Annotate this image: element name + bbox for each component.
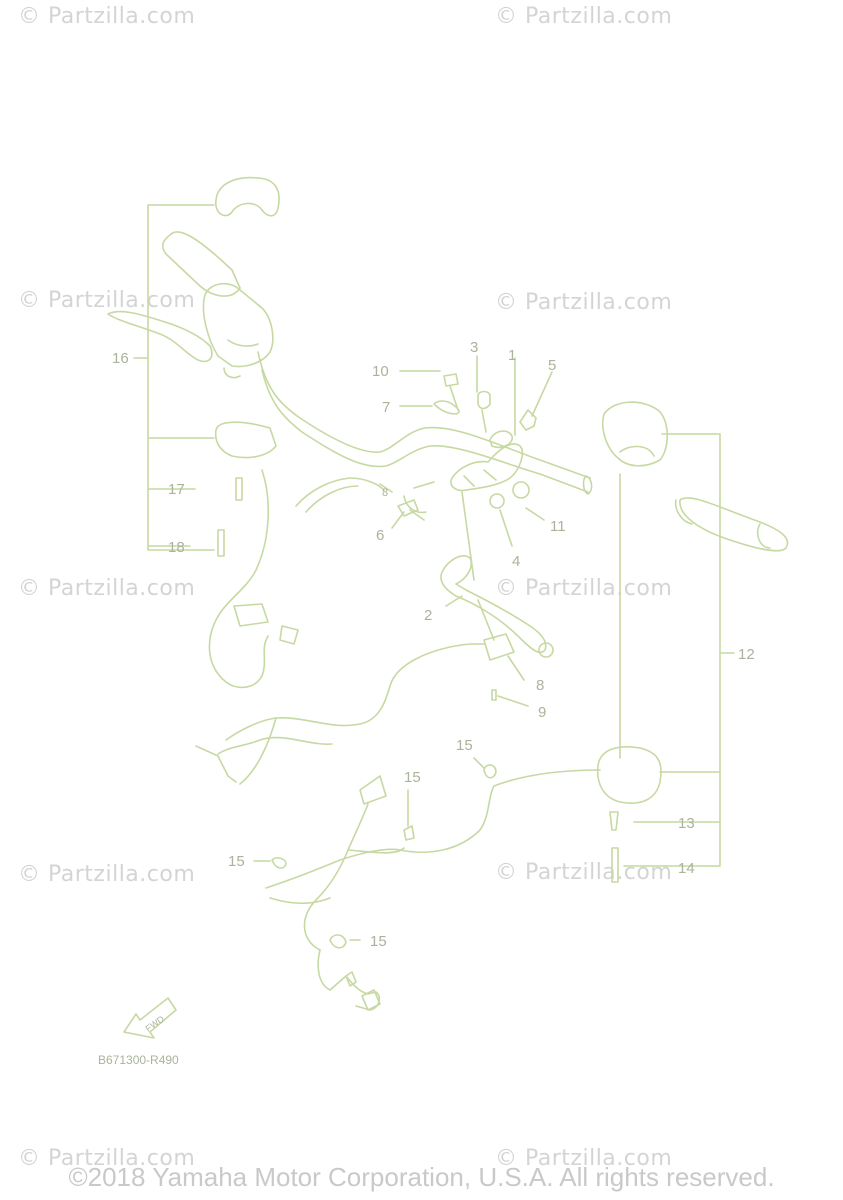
callout-8: 8 [536,677,544,694]
callout-8-small: 8 [382,487,388,499]
right-housing-upper [602,401,669,467]
left-grip [161,231,241,297]
callout-9: 9 [538,704,546,721]
callout-15: 15 [456,737,473,754]
watermark: © Partzilla.com [495,290,673,315]
watermark: © Partzilla.com [18,4,196,29]
left-lever [107,310,213,363]
callout-11: 11 [550,518,566,535]
callout-2: 2 [424,607,432,624]
callout-10: 10 [372,363,389,380]
callout-15: 15 [404,769,421,786]
fwd-label: FWD [143,1013,166,1033]
callout-15: 15 [370,933,387,950]
callout-4: 4 [512,553,520,570]
bracket-16 [133,204,215,551]
callout-3: 3 [470,339,478,356]
right-grip [679,497,789,552]
wiring-harness [208,469,269,689]
watermark: © Partzilla.com [495,4,673,29]
watermark: © Partzilla.com [495,860,673,885]
watermark: © Partzilla.com [18,576,196,601]
bracket-12 [623,433,735,867]
callout-16: 16 [112,350,129,367]
hose [295,477,385,513]
callout-14: 14 [678,860,695,877]
handlebar [257,351,591,493]
left-clamp [214,421,277,459]
left-housing [202,282,274,368]
callout-labels: 1 2 3 4 5 6 7 8 8 9 10 11 12 13 14 15 15… [98,339,755,1067]
watermark: © Partzilla.com [18,1146,196,1171]
fwd-arrow [123,997,177,1039]
brake-switch [483,633,515,661]
right-housing-lower [596,746,662,804]
copyright-notice: ©2018 Yamaha Motor Corporation, U.S.A. A… [68,1162,775,1192]
watermark: © Partzilla.com [495,576,673,601]
watermark: © Partzilla.com [18,288,196,313]
callout-13: 13 [678,815,695,832]
callout-12: 12 [738,646,755,663]
callout-7: 7 [382,399,390,416]
brake-master-cylinder [450,443,524,492]
callout-6: 6 [376,527,384,544]
callout-17: 17 [168,481,185,498]
watermark: © Partzilla.com [495,1146,673,1171]
callout-1: 1 [508,347,516,364]
diagram-code: B671300-R490 [98,1053,179,1067]
callout-5: 5 [548,357,556,374]
callout-18: 18 [168,539,185,556]
watermark: © Partzilla.com [18,862,196,887]
left-housing-cap [215,176,280,217]
callout-15: 15 [228,853,245,870]
